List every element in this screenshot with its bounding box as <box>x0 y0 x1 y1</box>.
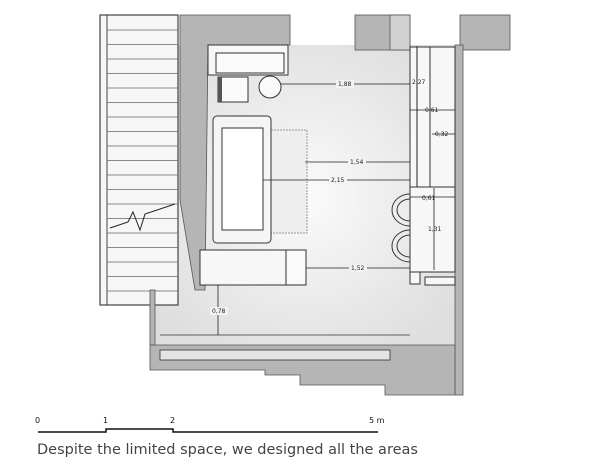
dim-label: 0,61 <box>422 195 436 202</box>
dim-label: 0,78 <box>212 308 226 315</box>
dim-label: 1,31 <box>428 226 442 233</box>
staircase <box>99 14 179 306</box>
scale-label: 2 <box>170 416 175 425</box>
caption: Despite the limited space, we designed a… <box>37 442 418 458</box>
armchair <box>217 76 249 103</box>
scale-label: 5 m <box>369 416 385 425</box>
dim-label: 1,88 <box>338 81 352 88</box>
dim-label: 2,15 <box>331 177 345 184</box>
dim-label: 1,54 <box>350 159 364 166</box>
scale-label: 1 <box>103 416 108 425</box>
tv-console <box>199 249 289 286</box>
dim-label: 0,32 <box>435 131 449 138</box>
scale-label: 0 <box>35 416 40 425</box>
dim-label: 0,61 <box>425 107 439 114</box>
dim-label: 1,52 <box>351 265 365 272</box>
side-table <box>258 75 282 99</box>
bar-stools <box>391 193 411 263</box>
scale-bar: 0 1 2 5 m <box>35 416 385 433</box>
rug <box>264 129 308 234</box>
dim-label: 2,27 <box>412 79 426 86</box>
